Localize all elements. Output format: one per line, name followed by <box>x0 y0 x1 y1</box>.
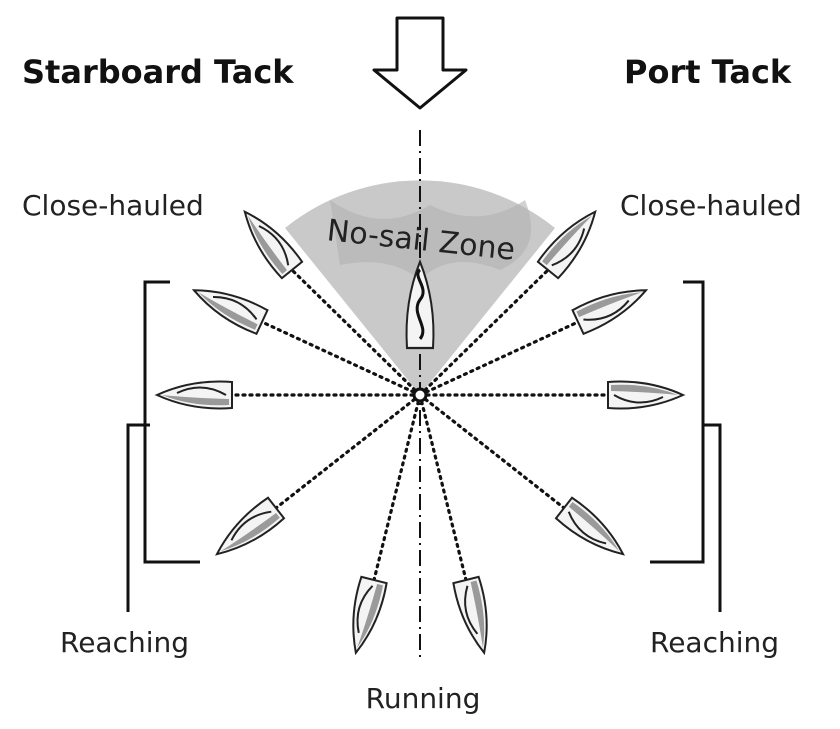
reaching-bracket-left-stem <box>126 423 150 612</box>
reaching-label-left: Reaching <box>60 626 189 659</box>
sailboat-icon <box>233 202 304 280</box>
sailboat-icon <box>571 277 653 336</box>
sailboat-icon <box>451 575 499 658</box>
sailboat-icon <box>405 258 435 350</box>
wind-arrow-icon <box>372 16 468 110</box>
course-line <box>418 320 580 397</box>
sailboat-icon <box>156 380 233 410</box>
course-line <box>274 393 422 510</box>
reaching-bracket-left <box>143 280 200 564</box>
close-hauled-label-left: Close-hauled <box>22 189 204 222</box>
sailboat-icon <box>187 277 269 336</box>
course-line <box>418 268 550 397</box>
course-line <box>372 393 422 582</box>
sailboat-icon <box>207 496 286 566</box>
sailboat-icon <box>607 380 684 410</box>
reaching-bracket-right-stem <box>703 423 722 612</box>
reaching-label-right: Reaching <box>650 626 779 659</box>
running-label: Running <box>366 682 481 715</box>
port-tack-heading: Port Tack <box>624 53 792 91</box>
course-line <box>418 393 468 582</box>
course-line <box>290 268 422 397</box>
reaching-bracket-right <box>650 280 705 564</box>
starboard-tack-heading: Starboard Tack <box>22 53 294 91</box>
course-line <box>260 320 422 397</box>
close-hauled-label-right: Close-hauled <box>620 189 802 222</box>
course-line <box>418 393 566 510</box>
no-sail-zone-mottle <box>330 200 532 280</box>
course-lines <box>230 268 610 582</box>
sailboat-icon <box>554 496 633 566</box>
sailboat-icon <box>341 575 389 658</box>
center-point <box>412 387 428 403</box>
sailboat-icon <box>536 202 607 280</box>
